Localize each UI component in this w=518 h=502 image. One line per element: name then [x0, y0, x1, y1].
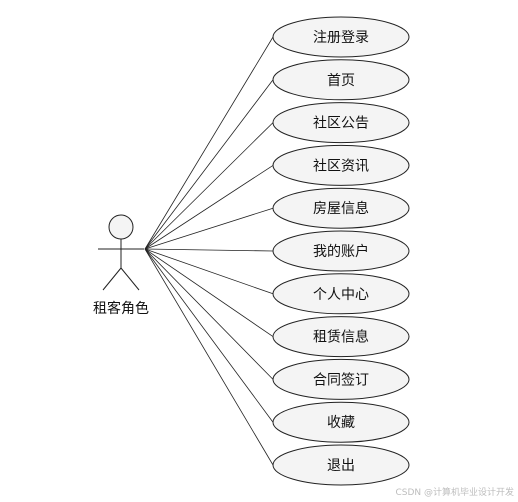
- actor-right-leg: [120, 267, 140, 291]
- association-line: [144, 36, 274, 250]
- use-case: 退出: [272, 444, 410, 486]
- use-case: 房屋信息: [272, 187, 410, 229]
- use-case-ellipse: [272, 144, 410, 186]
- association-line: [144, 79, 274, 250]
- use-case-ellipse: [272, 273, 410, 315]
- actor-name: 租客角色: [93, 300, 149, 317]
- use-case-ellipse: [272, 16, 410, 58]
- use-case-label: 房屋信息: [313, 200, 369, 217]
- use-case-ellipse: [272, 401, 410, 443]
- use-case-ellipse: [272, 230, 410, 272]
- use-case-label: 注册登录: [313, 30, 369, 46]
- actor-head: [108, 214, 134, 240]
- use-case-ellipse: [272, 102, 410, 144]
- use-case-ellipse: [272, 358, 410, 400]
- use-case-ellipse: [272, 59, 410, 101]
- association-line: [144, 248, 274, 423]
- association-line: [144, 248, 274, 295]
- association-line: [144, 248, 274, 380]
- use-case-label: 首页: [327, 73, 355, 89]
- use-case-ellipse: [272, 187, 410, 229]
- use-case: 社区资讯: [272, 144, 410, 186]
- association-line: [144, 248, 274, 252]
- actor-left-leg: [102, 267, 122, 291]
- association-line: [144, 248, 274, 337]
- association-line: [144, 165, 274, 250]
- actor-figure: 租客角色: [93, 214, 149, 317]
- association-line: [144, 207, 274, 250]
- association-lines: [144, 36, 274, 466]
- use-case: 我的账户: [272, 230, 410, 272]
- use-case-label: 租赁信息: [313, 329, 369, 346]
- use-case: 首页: [272, 59, 410, 101]
- use-case-label: 社区资讯: [313, 158, 369, 174]
- use-case: 收藏: [272, 401, 410, 443]
- watermark: CSDN @计算机毕业设计开发: [395, 486, 514, 498]
- use-case-ellipse: [272, 316, 410, 358]
- use-case-label: 社区公告: [313, 116, 369, 132]
- association-line: [144, 122, 274, 250]
- use-case-label: 合同签订: [313, 371, 369, 388]
- use-case-label: 我的账户: [313, 243, 369, 260]
- use-case-label: 个人中心: [313, 287, 369, 303]
- use-case: 合同签订: [272, 358, 410, 400]
- use-case: 社区公告: [272, 102, 410, 144]
- use-case: 注册登录: [272, 16, 410, 58]
- use-case: 个人中心: [272, 273, 410, 315]
- use-case-label: 收藏: [327, 415, 355, 431]
- use-case: 租赁信息: [272, 316, 410, 358]
- association-line: [144, 248, 274, 466]
- use-case-ellipse: [272, 444, 410, 486]
- use-case-label: 退出: [327, 458, 355, 474]
